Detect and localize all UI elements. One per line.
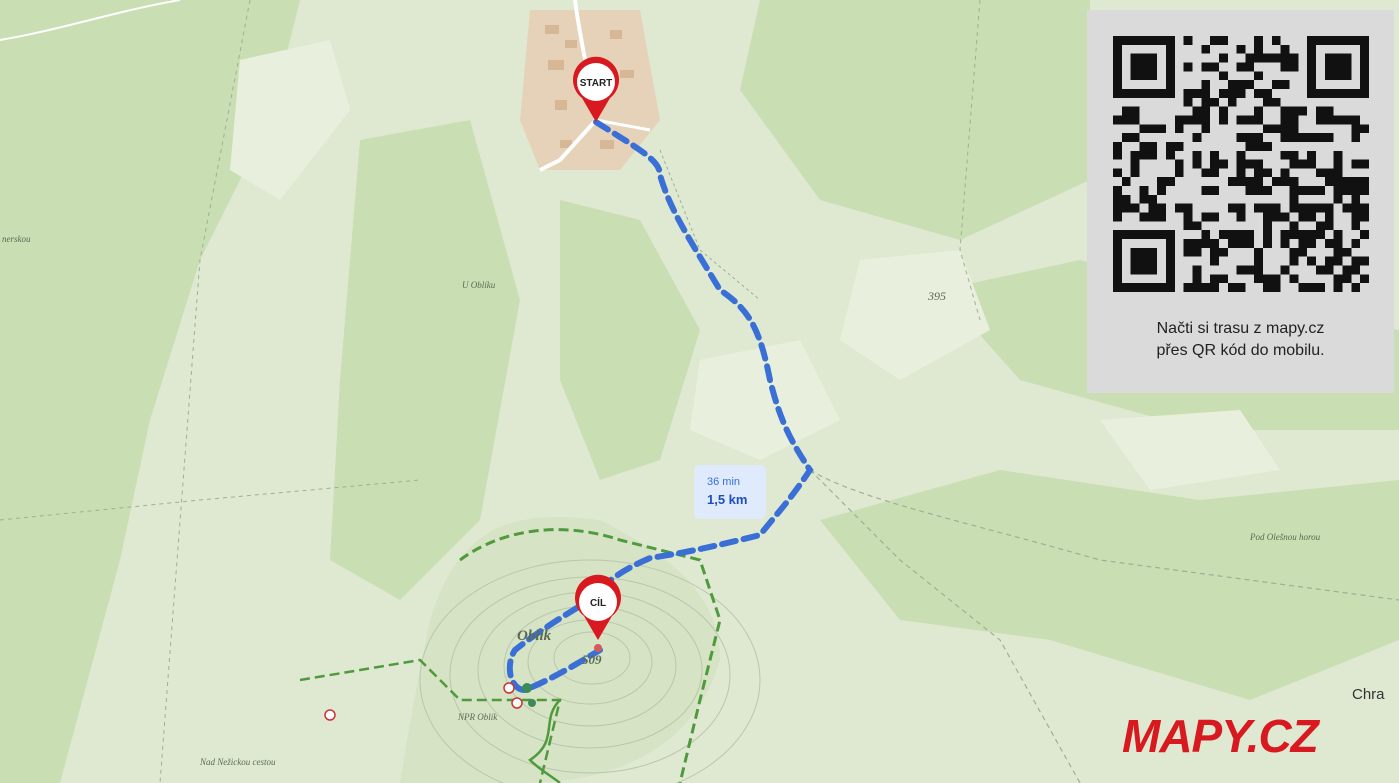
label-spot-elevation: 395 [927, 289, 946, 303]
route-info-box[interactable]: 36 min 1,5 km [694, 465, 766, 519]
meadow-areas [230, 40, 1280, 490]
label-pod-olesnou: Pod Olešnou horou [1249, 532, 1321, 542]
logo-text: MAPY.CZ [1122, 710, 1321, 762]
route-distance: 1,5 km [707, 492, 747, 507]
route-line[interactable] [506, 119, 814, 694]
qr-caption-line1: Načti si trasu z mapy.cz [1156, 320, 1325, 337]
label-npr: NPR Oblík [457, 712, 498, 722]
poi-icons [324, 644, 602, 721]
end-marker[interactable]: CÍL [575, 574, 622, 640]
label-peak-elevation: 509 [582, 652, 602, 667]
mapy-cz-logo[interactable]: MAPY.CZ [1118, 700, 1368, 764]
end-label: CÍL [590, 596, 606, 609]
qr-caption-line2: přes QR kód do mobilu. [1156, 342, 1325, 359]
qr-code[interactable] [1113, 36, 1369, 292]
label-peak-name: Oblík [517, 628, 552, 644]
label-edge-town: Chra [1352, 686, 1385, 703]
label-u-obliku: U Oblíku [462, 280, 496, 290]
route-duration: 36 min [707, 476, 740, 488]
label-nad-nezickou: Nad Nežickou cestou [199, 757, 276, 767]
label-sverskou: nerskou [2, 234, 31, 244]
start-label: START [580, 78, 613, 89]
start-marker[interactable]: START [573, 56, 620, 123]
qr-panel: Načti si trasu z mapy.cz přes QR kód do … [1087, 10, 1394, 393]
qr-caption: Načti si trasu z mapy.cz přes QR kód do … [1087, 318, 1394, 362]
